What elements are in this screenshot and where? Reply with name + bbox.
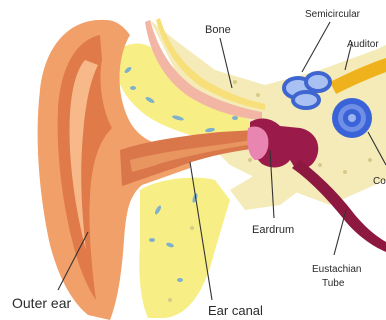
label-semicircular: Semicircular bbox=[305, 9, 361, 20]
cochlea-shape bbox=[332, 98, 372, 138]
label-auditory: Auditor bbox=[347, 39, 379, 50]
lower-bone-shape bbox=[139, 178, 230, 318]
label-bone: Bone bbox=[205, 24, 231, 36]
label-tube: Tube bbox=[322, 278, 345, 289]
eustachian-leader bbox=[334, 210, 346, 255]
label-eardrum: Eardrum bbox=[252, 224, 294, 236]
label-eustachian: Eustachian bbox=[312, 264, 361, 275]
label-outer-ear: Outer ear bbox=[12, 295, 71, 311]
label-ear-canal: Ear canal bbox=[208, 303, 263, 318]
semicircular-leader bbox=[302, 22, 330, 72]
label-cochlea: Co bbox=[373, 176, 386, 187]
